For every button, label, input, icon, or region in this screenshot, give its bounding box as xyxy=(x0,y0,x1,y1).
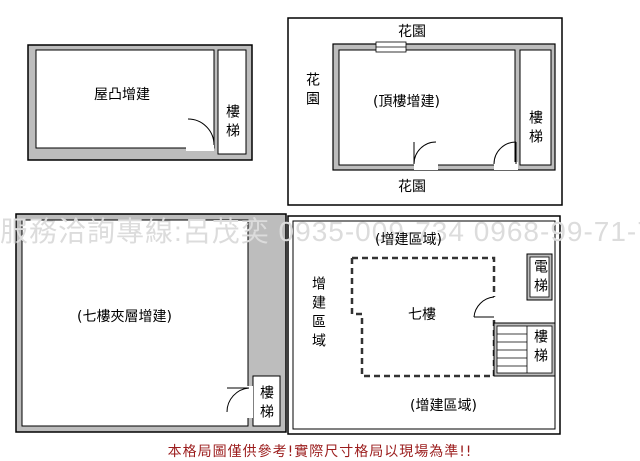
stair-label: 樓梯 xyxy=(224,104,240,142)
room-label-7f-mezzanine: (七樓夾層增建) xyxy=(77,309,172,325)
plan-7f xyxy=(287,215,561,435)
stair-label: 樓梯 xyxy=(258,385,274,423)
garden-label-bottom: 花園 xyxy=(398,179,426,195)
plan-7f-mezzanine xyxy=(15,213,287,433)
room-label-7f: 七樓 xyxy=(408,307,436,323)
door-swing-icon xyxy=(493,141,517,165)
stair-label: 樓梯 xyxy=(527,110,543,148)
addition-area-label-left: 增建區域 xyxy=(310,276,326,352)
plan-rooftop-protrusion xyxy=(27,44,253,161)
room-label-roof-addition: (頂樓增建) xyxy=(373,94,440,110)
addition-area-label-top: (增建區域) xyxy=(375,232,442,248)
door-swing-icon xyxy=(226,387,250,413)
elevator-label: 電梯 xyxy=(532,259,548,297)
garden-label-left: 花園 xyxy=(304,72,320,110)
addition-area-label-bottom: (增建區域) xyxy=(410,398,477,414)
garden-label-top: 花園 xyxy=(398,24,426,40)
door-swing-icon xyxy=(473,296,495,318)
stair-label: 樓梯 xyxy=(532,329,548,367)
disclaimer-text: 本格局圖僅供參考!實際尺寸格局以現場為準!! xyxy=(167,444,473,460)
contact-watermark: 服務洽詢專線:呂茂奕 0935-009-734 0968-99-71-75 xyxy=(0,216,640,247)
plan-roof-addition xyxy=(287,17,563,206)
room-label-rooftop-protrusion: 屋凸增建 xyxy=(94,87,150,103)
